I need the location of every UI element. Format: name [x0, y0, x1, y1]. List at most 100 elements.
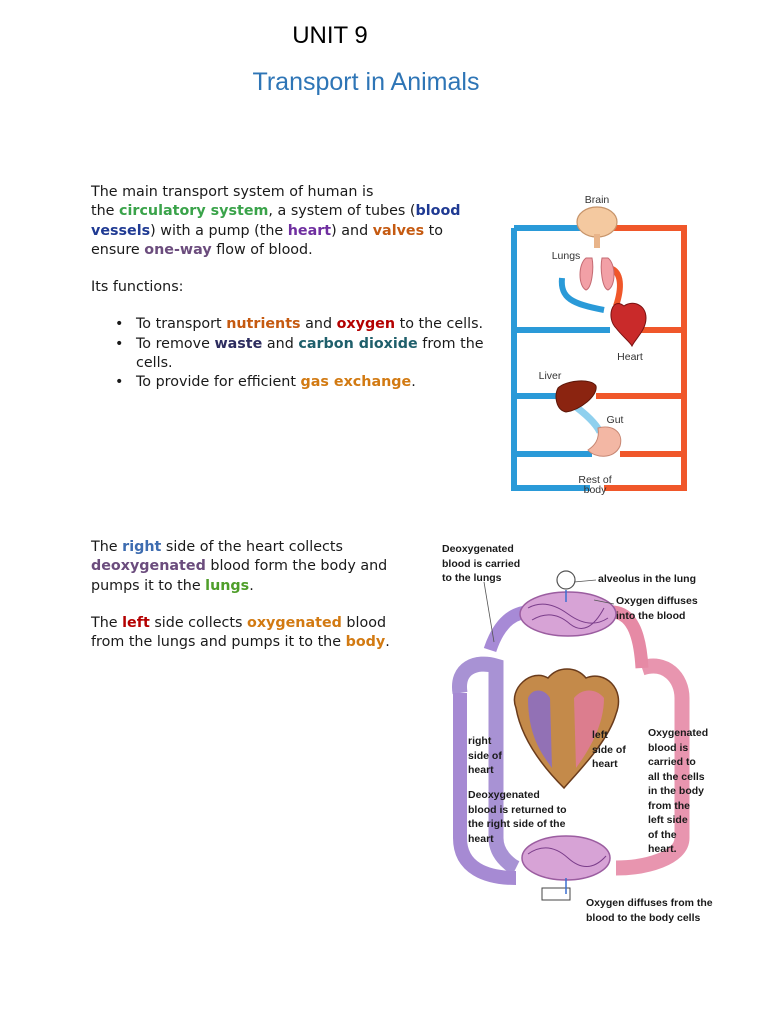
heart-icon — [610, 302, 647, 348]
label-rest-2: body — [583, 484, 607, 496]
term-lungs: lungs — [205, 577, 250, 594]
ht-c: blood form the body and pumps it to the — [91, 558, 388, 594]
l14: carried to — [648, 756, 696, 768]
ht-a: The — [91, 539, 123, 555]
label-heart: Heart — [617, 351, 643, 363]
l20: heart. — [648, 843, 677, 855]
lungs-icon — [579, 257, 594, 291]
f1-text-c: to the cells. — [395, 316, 484, 333]
l12: Oxygenated — [648, 727, 709, 739]
term-deoxygenated: deoxygenated — [91, 558, 206, 575]
term-oxygenated: oxygenated — [247, 614, 342, 631]
label-rest-1: Rest of — [578, 474, 612, 486]
label-right-side: right side of heart — [468, 734, 518, 778]
l23: the right side of the — [468, 818, 566, 830]
intro-text-d: ) with a pump (the — [150, 222, 288, 239]
alveolus-icon — [556, 570, 576, 590]
ht-d: . — [249, 577, 254, 594]
l13: blood is — [648, 741, 689, 754]
list-item: To remove waste and carbon dioxide from … — [91, 335, 491, 374]
l22: blood is returned to — [468, 803, 567, 816]
intro-text-c: , a system of tubes ( — [268, 203, 416, 220]
unit-heading: UNIT 9 — [292, 22, 368, 49]
right-side-paragraph: The right side of the heart collects deo… — [91, 538, 411, 596]
term-valves: valves — [372, 222, 425, 239]
f1-text-a: To transport — [136, 316, 227, 333]
l6: right — [468, 735, 492, 747]
l25: Oxygen diffuses from the — [586, 897, 713, 909]
term-one-way: one-way — [144, 241, 212, 258]
l7: side of — [468, 749, 502, 762]
stomach-icon — [587, 426, 622, 457]
l21: Deoxygenated — [468, 789, 540, 801]
label-body-cells: Oxygen diffuses from the blood to the bod… — [586, 896, 718, 925]
l10: side of — [592, 743, 626, 756]
l19: of the — [648, 828, 677, 841]
term-nutrients: nutrients — [226, 316, 301, 333]
term-oxygen: oxygen — [336, 316, 396, 333]
ht-b: side of the heart collects — [161, 539, 343, 555]
term-heart: heart — [287, 222, 332, 239]
functions-label: Its functions: — [91, 279, 184, 296]
label-alveolus: alveolus in the lung — [598, 573, 697, 585]
l26: blood to the body cells — [586, 911, 701, 924]
term-left: left — [122, 614, 150, 631]
label-deoxy-carried: Deoxygenated blood is carried to the lungs — [442, 542, 542, 586]
f2-text-a: To remove — [136, 335, 215, 352]
label-gut: Gut — [606, 414, 624, 426]
l17: from the — [648, 799, 690, 812]
f2-text-c: from the cells. — [136, 335, 484, 372]
l4: Oxygen diffuses — [616, 595, 698, 607]
l16: in the body — [648, 785, 704, 797]
intro-text: The main transport system of human is th… — [91, 183, 491, 393]
term-circulatory-system: circulatory system — [119, 203, 269, 220]
list-item: To transport nutrients and oxygen to the… — [91, 315, 491, 335]
ht-g: blood from the lungs and pumps it to the — [91, 614, 387, 651]
liver-icon — [555, 380, 597, 413]
l5: into the blood — [616, 609, 686, 622]
l3: to the lungs — [442, 572, 502, 584]
l9: left — [592, 729, 608, 741]
page-title: Transport in Animals — [252, 68, 480, 96]
intro-text-e: ) and — [331, 222, 373, 239]
circulation-diagram-svg — [511, 206, 687, 491]
term-blood-vessels: blood vessels — [91, 203, 461, 239]
l2: blood is carried — [442, 557, 521, 570]
l1: Deoxygenated — [442, 543, 514, 555]
heart-text: The right side of the heart collects deo… — [91, 538, 411, 652]
f3-text-b: . — [411, 374, 416, 391]
intro-paragraph: The main transport system of human is th… — [91, 183, 491, 260]
functions-list: To transport nutrients and oxygen to the… — [91, 315, 491, 392]
body-cells — [541, 887, 571, 901]
f2-text-b: and — [262, 335, 299, 352]
label-returned: Deoxygenated blood is returned to the righ… — [468, 788, 578, 846]
brain-icon — [576, 206, 618, 238]
l18: left side — [648, 814, 688, 826]
intro-text-b: the — [91, 203, 120, 220]
label-oxy-carried: Oxygenated blood is carried to all the cell… — [648, 726, 720, 857]
intro-text-a: The main transport system of human is — [91, 184, 374, 200]
label-brain: Brain — [584, 194, 610, 206]
ht-e: The — [91, 614, 123, 631]
term-gas-exchange: gas exchange — [300, 374, 412, 391]
term-carbon-dioxide: carbon dioxide — [298, 335, 418, 352]
intro-text-g: flow of blood. — [211, 241, 313, 258]
term-right: right — [122, 539, 162, 555]
label-liver: Liver — [538, 370, 562, 382]
label-lungs: Lungs — [551, 250, 581, 262]
left-side-paragraph: The left side collects oxygenated blood … — [91, 614, 411, 653]
l15: all the cells — [648, 770, 705, 783]
ht-h: . — [385, 634, 390, 651]
list-item: To provide for efficient gas exchange. — [91, 373, 491, 393]
term-body: body — [345, 634, 386, 651]
intro-text-f: to ensure — [91, 222, 444, 258]
l8: heart — [468, 764, 494, 776]
double-circulation-diagram: Deoxygenated blood is carried to the lungs… — [436, 538, 718, 928]
ht-f: side collects — [149, 614, 247, 631]
double-circulation-svg — [452, 570, 690, 901]
f3-text-a: To provide for efficient — [136, 374, 301, 391]
term-waste: waste — [214, 335, 263, 352]
